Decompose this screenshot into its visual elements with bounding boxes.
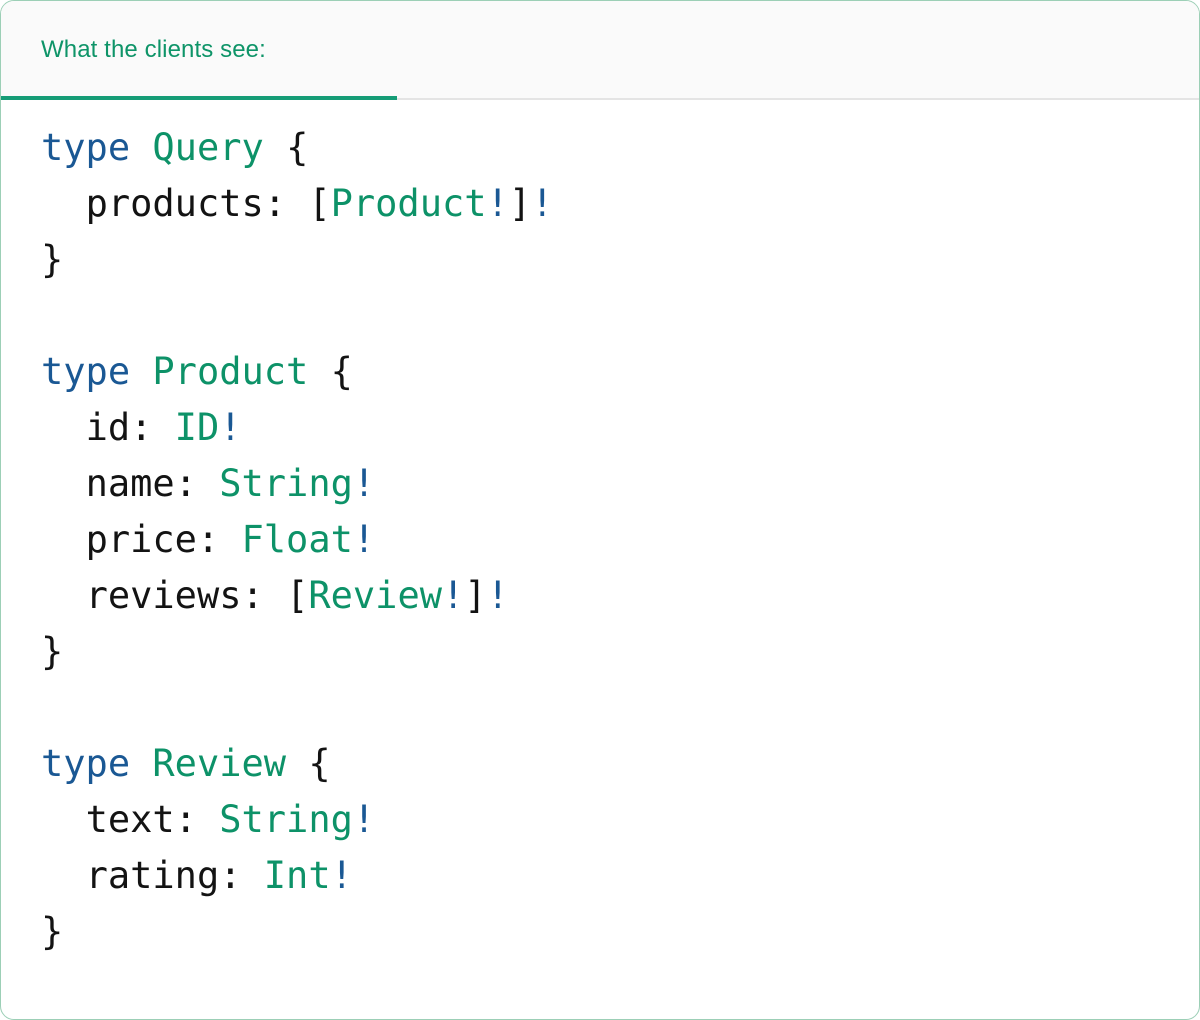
code-token-type: String — [219, 798, 353, 841]
code-token-bang: ! — [531, 182, 554, 225]
code-token-plain — [264, 574, 286, 617]
code-line: } — [41, 910, 63, 953]
code-token-type: Review — [152, 742, 287, 785]
code-line: products: [Product!]! — [41, 182, 554, 225]
code-token-bang: ! — [352, 518, 376, 561]
code-line: type Review { — [41, 742, 331, 785]
code-token-bang: ! — [330, 854, 353, 897]
code-token-bang: ! — [352, 798, 376, 841]
code-area[interactable]: type Query { products: [Product!]! } typ… — [1, 100, 1199, 960]
code-token-bang: ! — [352, 462, 376, 505]
code-token-plain — [197, 462, 219, 505]
code-token-plain — [219, 518, 241, 561]
code-token-type: Int — [263, 854, 331, 897]
code-line: type Query { — [41, 126, 308, 169]
code-token-field: name: — [85, 462, 197, 505]
code-token-kw: type — [41, 350, 131, 393]
code-token-punct: [ — [308, 182, 331, 225]
code-line: } — [41, 238, 63, 281]
code-token-field: price: — [85, 518, 220, 561]
code-line: price: Float! — [41, 518, 376, 561]
tab-label: What the clients see: — [41, 35, 266, 63]
code-token-punct: } — [41, 238, 64, 281]
code-token-plain — [286, 182, 308, 225]
code-token-bang: ! — [486, 574, 509, 617]
code-token-type: Float — [241, 518, 353, 561]
graphql-schema-code: type Query { products: [Product!]! } typ… — [41, 120, 1199, 960]
code-token-plain — [130, 126, 152, 169]
code-token-bang: ! — [442, 574, 465, 617]
code-token-kw: type — [41, 742, 131, 785]
code-token-punct: ] — [508, 182, 532, 225]
tab-active-indicator — [1, 96, 397, 100]
code-token-punct: ] — [464, 574, 487, 617]
code-line: id: ID! — [41, 406, 242, 449]
tabstrip: What the clients see: — [1, 1, 1199, 100]
code-token-plain — [130, 350, 152, 393]
code-token-plain — [264, 126, 286, 169]
code-token-punct: } — [41, 630, 64, 673]
code-token-type: Query — [152, 126, 264, 169]
code-line: reviews: [Review!]! — [41, 574, 509, 617]
code-token-punct: } — [41, 910, 64, 953]
code-token-type: Product — [330, 182, 487, 225]
code-token-punct: [ — [286, 574, 309, 617]
code-token-field: reviews: — [85, 574, 264, 617]
code-token-plain — [308, 350, 330, 393]
tab-what-the-clients-see[interactable]: What the clients see: — [1, 1, 397, 100]
code-line: text: String! — [41, 798, 376, 841]
code-token-type: String — [219, 462, 353, 505]
code-token-kw: type — [41, 126, 131, 169]
code-line: type Product { — [41, 350, 353, 393]
code-token-type: Review — [308, 574, 442, 617]
code-token-plain — [152, 406, 174, 449]
code-token-punct: { — [330, 350, 353, 393]
code-line: } — [41, 630, 63, 673]
code-token-field: id: — [85, 406, 153, 449]
code-token-type: ID — [174, 406, 220, 449]
code-token-bang: ! — [486, 182, 509, 225]
code-token-plain — [130, 742, 152, 785]
code-token-field: products: — [85, 182, 287, 225]
code-token-field: rating: — [85, 854, 242, 897]
code-token-plain — [197, 798, 219, 841]
code-token-type: Product — [152, 350, 309, 393]
code-token-field: text: — [85, 798, 197, 841]
code-token-plain — [242, 854, 264, 897]
code-token-punct: { — [308, 742, 331, 785]
code-line: name: String! — [41, 462, 376, 505]
code-token-bang: ! — [219, 406, 242, 449]
code-token-punct: { — [286, 126, 309, 169]
code-token-plain — [286, 742, 308, 785]
code-line: rating: Int! — [41, 854, 353, 897]
